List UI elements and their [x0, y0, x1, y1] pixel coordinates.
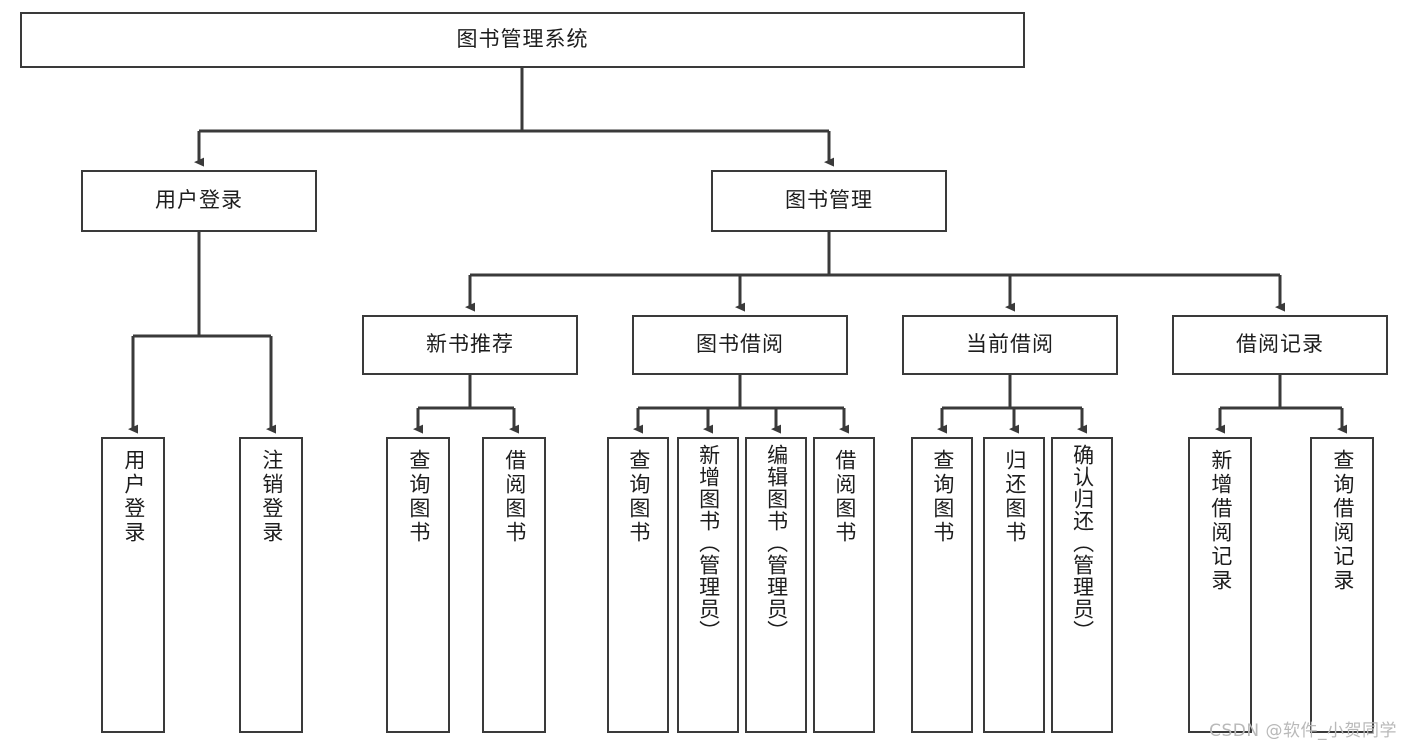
leaf-bb-borrow-book-label: 借阅图书 [832, 449, 857, 545]
node-book-borrow[interactable]: 图书借阅 [632, 315, 848, 375]
leaf-cb-confirm-return-admin-label: 确认归还（管理员） [1070, 444, 1095, 642]
leaf-bb-query-book[interactable]: 查询图书 [607, 437, 669, 733]
leaf-bb-edit-book-admin-label: 编辑图书（管理员） [764, 444, 789, 642]
node-new-book-recommend-label: 新书推荐 [426, 332, 514, 357]
leaf-nb-borrow-book-label: 借阅图书 [502, 449, 527, 545]
leaf-cb-query-book[interactable]: 查询图书 [911, 437, 973, 733]
leaf-bb-borrow-book[interactable]: 借阅图书 [813, 437, 875, 733]
leaf-br-query-record[interactable]: 查询借阅记录 [1310, 437, 1374, 733]
leaf-cb-confirm-return-admin[interactable]: 确认归还（管理员） [1051, 437, 1113, 733]
leaf-br-add-record-label: 新增借阅记录 [1208, 449, 1233, 593]
node-book-borrow-label: 图书借阅 [696, 332, 784, 357]
leaf-bb-add-book-admin[interactable]: 新增图书（管理员） [677, 437, 739, 733]
leaf-cb-query-book-label: 查询图书 [930, 449, 955, 545]
node-root[interactable]: 图书管理系统 [20, 12, 1025, 68]
node-user-login[interactable]: 用户登录 [81, 170, 317, 232]
leaf-bb-query-book-label: 查询图书 [626, 449, 651, 545]
leaf-user-logout-label: 注销登录 [259, 449, 284, 545]
leaf-user-logout[interactable]: 注销登录 [239, 437, 303, 733]
leaf-nb-borrow-book[interactable]: 借阅图书 [482, 437, 546, 733]
node-new-book-recommend[interactable]: 新书推荐 [362, 315, 578, 375]
node-current-borrow[interactable]: 当前借阅 [902, 315, 1118, 375]
node-root-label: 图书管理系统 [456, 27, 589, 52]
leaf-cb-return-book[interactable]: 归还图书 [983, 437, 1045, 733]
leaf-nb-query-book-label: 查询图书 [406, 449, 431, 545]
leaf-user-login[interactable]: 用户登录 [101, 437, 165, 733]
leaf-bb-edit-book-admin[interactable]: 编辑图书（管理员） [745, 437, 807, 733]
node-book-management-label: 图书管理 [785, 188, 873, 213]
leaf-br-query-record-label: 查询借阅记录 [1330, 449, 1355, 593]
leaf-cb-return-book-label: 归还图书 [1002, 449, 1027, 545]
leaf-bb-add-book-admin-label: 新增图书（管理员） [696, 444, 721, 642]
node-book-management[interactable]: 图书管理 [711, 170, 947, 232]
leaf-br-add-record[interactable]: 新增借阅记录 [1188, 437, 1252, 733]
csdn-watermark: CSDN @软件_小贺同学 [1209, 721, 1397, 741]
leaf-user-login-label: 用户登录 [121, 449, 146, 545]
node-borrow-record-label: 借阅记录 [1236, 332, 1324, 357]
node-borrow-record[interactable]: 借阅记录 [1172, 315, 1388, 375]
node-current-borrow-label: 当前借阅 [966, 332, 1054, 357]
leaf-nb-query-book[interactable]: 查询图书 [386, 437, 450, 733]
node-user-login-label: 用户登录 [155, 188, 243, 213]
